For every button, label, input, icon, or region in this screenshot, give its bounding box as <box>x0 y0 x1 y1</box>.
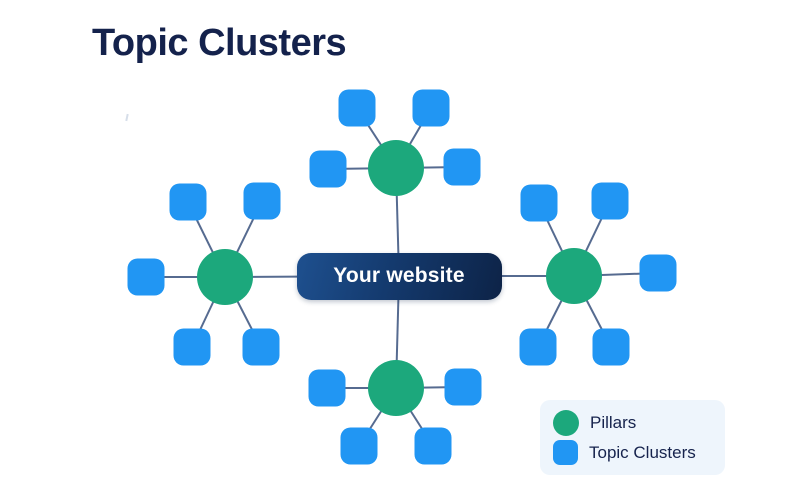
pillar-node <box>546 248 602 304</box>
topic-cluster-node <box>444 368 482 406</box>
pillar-node <box>197 249 253 305</box>
legend-item-pillars: Pillars <box>553 410 725 436</box>
topic-cluster-node <box>639 254 677 292</box>
topic-cluster-node <box>308 369 346 407</box>
topic-cluster-node <box>169 183 207 221</box>
topic-cluster-node <box>591 182 629 220</box>
topic-cluster-node <box>338 89 376 127</box>
page-title: Topic Clusters <box>92 22 347 64</box>
pillar-node <box>368 360 424 416</box>
topic-cluster-node <box>173 328 211 366</box>
your-website-pill: Your website <box>296 252 502 300</box>
topic-cluster-node <box>520 184 558 222</box>
pillar-node <box>368 140 424 196</box>
topic-cluster-node <box>243 182 281 220</box>
topic-cluster-swatch-icon <box>553 440 578 465</box>
legend-label-pillars: Pillars <box>590 413 637 432</box>
legend-label-topic-clusters: Topic Clusters <box>589 442 696 462</box>
topic-cluster-node <box>242 328 280 366</box>
topic-cluster-node <box>127 258 165 296</box>
topic-cluster-node <box>309 150 347 188</box>
pillar-swatch-icon <box>553 410 579 436</box>
legend-item-topic-clusters: Topic Clusters <box>553 440 725 465</box>
legend: Pillars Topic Clusters <box>540 400 725 475</box>
topic-cluster-node <box>443 148 481 186</box>
your-website-label: Your website <box>333 264 465 287</box>
topic-cluster-node <box>592 328 630 366</box>
topic-cluster-node <box>340 427 378 465</box>
topic-cluster-node <box>519 328 557 366</box>
topic-cluster-node <box>412 89 450 127</box>
topic-cluster-node <box>414 427 452 465</box>
